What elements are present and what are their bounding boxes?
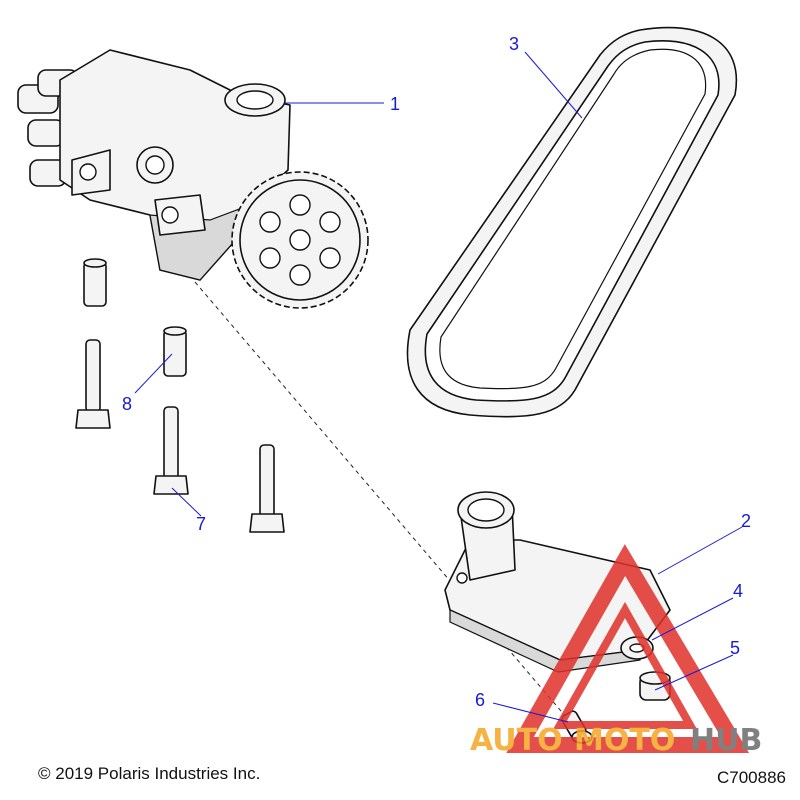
leader-line-6 xyxy=(492,702,569,723)
watermark-text-moto: MOTO xyxy=(574,723,675,758)
drawing-number: C700886 xyxy=(716,768,786,787)
part-drive-belt xyxy=(406,26,738,418)
callout-4: 4 xyxy=(733,581,743,601)
part-pump-sprocket xyxy=(231,171,369,309)
callout-8: 8 xyxy=(122,394,132,414)
leader-line-8 xyxy=(134,353,173,394)
leader-line-3 xyxy=(524,51,583,119)
callout-3: 3 xyxy=(509,34,519,54)
part-bolt-a xyxy=(75,339,111,429)
assembly-centerline xyxy=(194,281,591,746)
part-dowel-pin-b xyxy=(163,326,187,377)
leader-line-2 xyxy=(657,526,743,575)
watermark-text-auto: AUTO xyxy=(470,723,563,758)
leader-line-4 xyxy=(651,597,734,641)
part-oil-pump xyxy=(17,49,291,281)
leader-line-7 xyxy=(171,487,202,517)
watermark-logo: AUTO MOTO HUB xyxy=(470,544,762,758)
callout-2: 2 xyxy=(741,511,751,531)
part-bolt-c xyxy=(249,444,285,533)
callout-7: 7 xyxy=(196,514,206,534)
leader-line-5 xyxy=(654,654,734,691)
callout-1: 1 xyxy=(390,94,400,114)
callout-6: 6 xyxy=(475,690,485,710)
part-bolt-b xyxy=(153,406,189,495)
copyright-notice: © 2019 Polaris Industries Inc. xyxy=(38,764,261,783)
callout-5: 5 xyxy=(730,638,740,658)
watermark-text-hub: HUB xyxy=(690,723,762,758)
part-dowel-pin-a xyxy=(83,258,107,307)
